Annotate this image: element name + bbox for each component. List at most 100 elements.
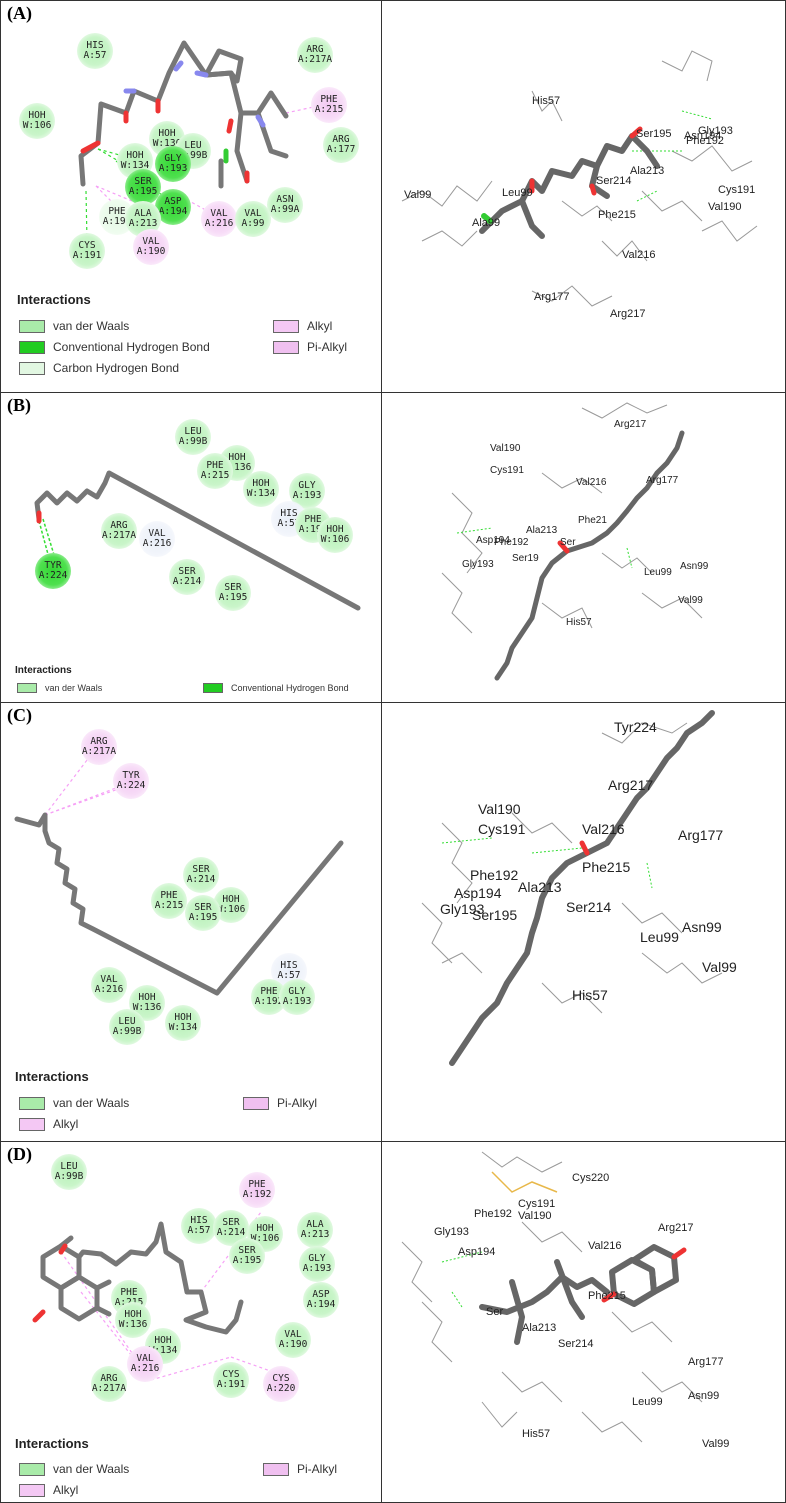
legend-item-alkyl: Alkyl xyxy=(19,1117,78,1131)
label-3d: Arg217 xyxy=(608,777,654,793)
ligand-2d-structure xyxy=(14,746,344,996)
label-3d: Arg217 xyxy=(614,419,647,430)
panel-b-3d: Arg217 Val190 Cys191 Val216 Arg177 Phe21… xyxy=(381,392,786,703)
label-3d: Arg217 xyxy=(658,1222,694,1234)
legend-title: Interactions xyxy=(17,292,91,307)
label-3d: His57 xyxy=(522,1428,551,1440)
legend-item-pialkyl: Pi-Alkyl xyxy=(243,1096,317,1110)
swatch-vdw xyxy=(19,319,45,333)
label-3d: Ser xyxy=(560,537,576,548)
label-3d: Ala213 xyxy=(526,525,558,536)
swatch-chbond xyxy=(19,361,45,375)
label-3d: Gly193 xyxy=(462,559,494,570)
label-3d: Arg217 xyxy=(610,308,646,320)
legend-item-vdw: van der Waals xyxy=(19,1096,129,1110)
label-3d: Val216 xyxy=(588,1240,622,1252)
swatch-hbond xyxy=(203,683,223,693)
label-3d: Val99 xyxy=(702,959,737,975)
label-3d: Arg177 xyxy=(534,291,570,303)
legend-item-vdw: van der Waals xyxy=(19,319,129,333)
label-3d: Leu99 xyxy=(644,567,672,578)
label-3d: Cys191 xyxy=(478,821,526,837)
label-3d: Phe192 xyxy=(474,1208,512,1220)
label-3d: Asn194 xyxy=(684,130,722,142)
label-3d: Ser214 xyxy=(566,899,612,915)
swatch-vdw xyxy=(19,1096,45,1110)
label-3d: Phe192 xyxy=(494,537,529,548)
binding-pocket-3d xyxy=(441,402,703,681)
panel-a-2d: (A) xyxy=(0,0,382,393)
label-3d: Ser214 xyxy=(596,175,632,187)
label-3d: Phe215 xyxy=(582,859,631,875)
legend-item-vdw: van der Waals xyxy=(17,683,102,693)
legend-item-pialkyl: Pi-Alkyl xyxy=(263,1462,337,1476)
label-3d: His57 xyxy=(572,987,608,1003)
ligand-2d-structure xyxy=(34,470,361,611)
swatch-vdw xyxy=(19,1462,45,1476)
legend-item-hbond: Conventional Hydrogen Bond xyxy=(203,683,349,693)
label-3d: Phe215 xyxy=(588,1290,626,1302)
label-3d: Ser19 xyxy=(512,553,539,564)
label-3d: Val216 xyxy=(622,249,656,261)
label-3d: Gly193 xyxy=(440,901,485,917)
panel-c-3d: Tyr224 Arg217 Val190 Cys191 Val216 Arg17… xyxy=(381,702,786,1142)
legend-title: Interactions xyxy=(15,1069,89,1084)
label-3d: Phe21 xyxy=(578,515,607,526)
label-3d: Ala213 xyxy=(518,879,562,895)
label-3d: Val190 xyxy=(478,801,521,817)
label-3d: Val99 xyxy=(404,189,432,201)
label-3d: Ala213 xyxy=(630,165,665,177)
label-3d: Val190 xyxy=(708,201,742,213)
label-3d: His57 xyxy=(566,617,592,628)
label-3d: Arg177 xyxy=(688,1356,724,1368)
label-3d: Ser xyxy=(486,1306,504,1318)
label-3d: Ala213 xyxy=(522,1322,557,1334)
label-3d: Phe215 xyxy=(598,209,636,221)
swatch-hbond xyxy=(19,340,45,354)
legend-title: Interactions xyxy=(15,1436,89,1451)
panel-label: (D) xyxy=(7,1144,32,1164)
swatch-pialkyl xyxy=(243,1096,269,1110)
label-3d: Val190 xyxy=(490,443,521,454)
swatch-alkyl xyxy=(19,1117,45,1131)
binding-pocket-3d xyxy=(401,50,758,307)
label-3d: Asn99 xyxy=(680,561,709,572)
label-3d: Arg177 xyxy=(646,475,679,486)
label-3d: Tyr224 xyxy=(614,719,657,735)
legend-item-pialkyl: Pi-Alkyl xyxy=(273,340,347,354)
label-3d: Arg177 xyxy=(678,827,724,843)
legend-item-vdw: van der Waals xyxy=(19,1462,129,1476)
panel-label: (B) xyxy=(7,395,31,415)
label-3d: Leu99 xyxy=(502,187,533,199)
